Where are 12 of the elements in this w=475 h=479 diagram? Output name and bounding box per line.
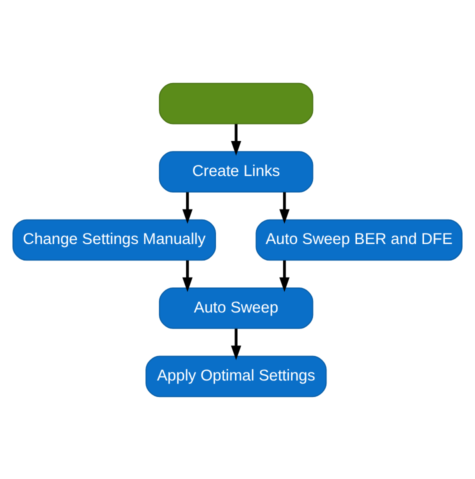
node-box [158,82,314,124]
arrow [279,260,290,292]
node-box: Change Settings Manually [12,218,216,260]
arrow [182,192,193,224]
node-box: Auto Sweep BER and DFE [256,218,462,260]
arrow [231,328,242,360]
arrow [182,260,193,292]
node-box: Create Links [158,150,314,192]
node-box: Apply Optimal Settings [146,355,327,397]
arrow [279,192,290,224]
arrow [231,124,242,156]
node-box: Auto Sweep [158,287,314,328]
